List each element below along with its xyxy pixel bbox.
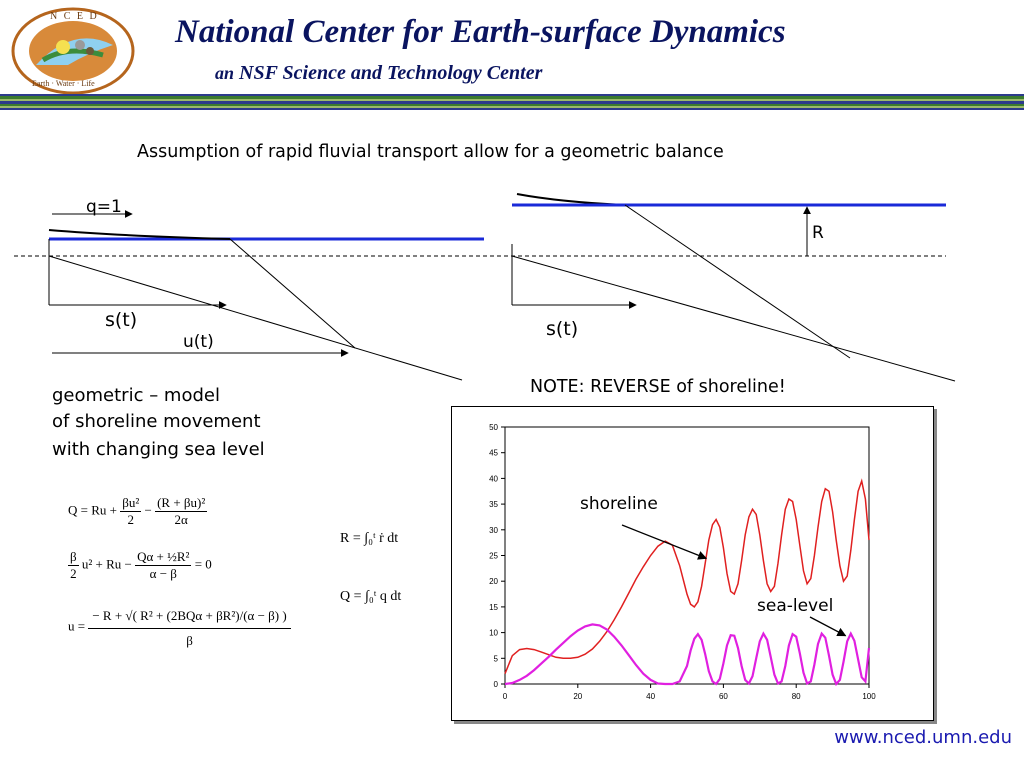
nced-logo-graphic [11, 7, 135, 95]
shoreline-sealevel-chart: 0 5 10 15 20 25 30 35 40 45 50 0 20 40 60 80 100 shorelin… [489, 423, 876, 701]
subtitle-text: NSF Science and Technology Center [239, 62, 543, 84]
q-label: q=1 [86, 197, 122, 217]
u-eq-lhs: u = [68, 618, 86, 634]
left-fluvial-surface [48, 229, 231, 240]
y-tick-label: 45 [489, 449, 498, 458]
beta-eq-f2-num: Qα + ½R² [135, 549, 192, 566]
footer-url-link[interactable]: www.nced.umn.edu [834, 727, 1012, 748]
geometric-diagram [14, 193, 956, 382]
u-eq-num: − R + √( R² + (2BQα + βR²)/(α − β) ) [88, 604, 291, 629]
series-line-shoreline [504, 478, 870, 674]
x-tick-label: 0 [503, 692, 508, 701]
s-label-left: s(t) [105, 309, 138, 331]
q-integral: Q = ∫₀ᵗ q dt [340, 589, 402, 604]
y-tick-label: 0 [494, 680, 499, 689]
page-subtitle: an NSF Science and Technology Center [215, 62, 542, 85]
note-text: NOTE: REVERSE of shoreline! [530, 377, 786, 397]
q-eq-minus: − [144, 502, 152, 518]
logo-subtext: Earth · Water · Life [32, 79, 95, 88]
annotation-sea-level: sea-level [757, 596, 833, 616]
q-eq-f2-den: 2α [174, 512, 188, 527]
u-eq-den: β [186, 633, 193, 648]
y-tick-label: 5 [494, 654, 499, 663]
y-tick-label: 10 [489, 629, 498, 638]
model-text-line-3: with changing sea level [52, 439, 265, 460]
annotation-sea-level-arrow [809, 616, 847, 637]
q-eq-f2-num: (R + βu)² [155, 495, 208, 512]
beta-eq-mid: u² + Ru − [81, 556, 132, 572]
r-integral: R = ∫₀ᵗ ṙ dt [340, 531, 399, 546]
x-tick-label: 40 [646, 692, 655, 701]
x-tick-label: 60 [719, 692, 728, 701]
r-label: R [812, 223, 824, 243]
u-eq-fraction: − R + √( R² + (2BQα + βR²)/(α − β) ) β [88, 604, 291, 649]
subtitle-prefix: an [215, 63, 235, 83]
y-tick-label: 25 [489, 552, 498, 561]
x-tick-label: 100 [862, 692, 876, 701]
x-tick-label: 80 [792, 692, 801, 701]
y-tick-label: 15 [489, 603, 498, 612]
q-eq-lhs: Q = Ru + [68, 502, 117, 518]
beta-eq-rhs: = 0 [194, 556, 212, 572]
beta-eq-f2-den: α − β [149, 566, 177, 581]
model-text-line-2: of shoreline movement [52, 411, 261, 432]
chart-panel: 0 5 10 15 20 25 30 35 40 45 50 0 20 40 60 80 100 shorelin… [451, 406, 934, 721]
y-tick-label: 30 [489, 526, 498, 535]
q-eq-f1-den: 2 [127, 512, 134, 527]
right-fluvial-surface [516, 193, 626, 206]
y-tick-label: 20 [489, 577, 498, 586]
s-label-right: s(t) [546, 318, 579, 340]
u-label: u(t) [183, 332, 214, 352]
annotation-shoreline: shoreline [580, 494, 658, 514]
header-band [0, 94, 1024, 110]
page-title: National Center for Earth-surface Dynami… [175, 14, 786, 50]
q-eq-f1-num: βu² [120, 495, 142, 512]
slide-heading: Assumption of rapid fluvial transport al… [137, 142, 724, 162]
nced-logo: N C E D Earth · Water · Life [8, 5, 138, 97]
u-equation: u = − R + √( R² + (2BQα + βR²)/(α − β) )… [68, 604, 291, 649]
left-basement-line [48, 255, 463, 381]
right-foreset-line [624, 204, 851, 359]
left-foreset-line [229, 238, 356, 349]
series-line-sea-level [504, 623, 871, 687]
y-tick-label: 35 [489, 500, 498, 509]
x-tick-label: 20 [573, 692, 582, 701]
right-basement-line [511, 255, 956, 382]
annotation-shoreline-arrow [621, 524, 708, 560]
logo-text: N C E D [50, 11, 99, 22]
beta-eq-f1-den: 2 [70, 566, 77, 581]
y-tick-label: 50 [489, 423, 498, 432]
model-text-line-1: geometric – model [52, 385, 220, 406]
y-tick-label: 40 [489, 474, 498, 483]
beta-eq-f1-num: β [68, 549, 79, 566]
